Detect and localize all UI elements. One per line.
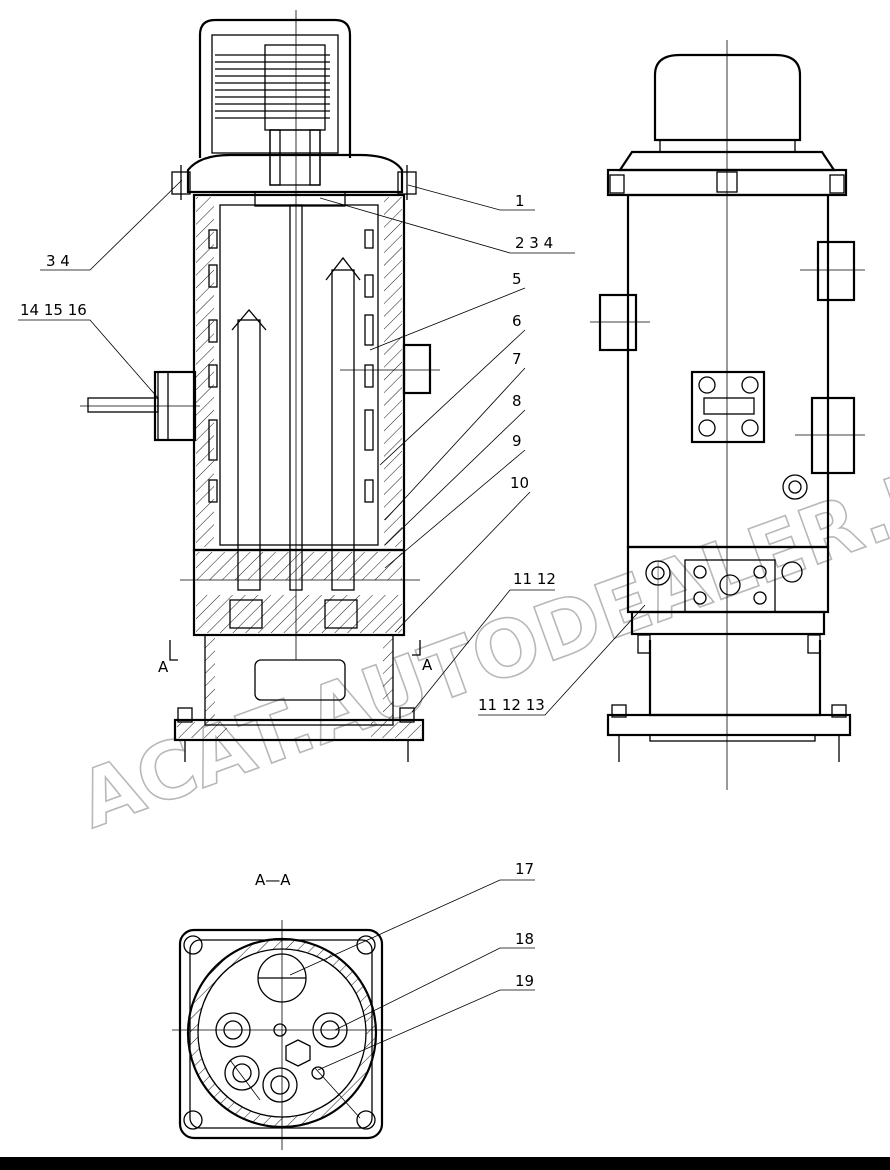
hex-fitting <box>285 1039 311 1067</box>
base-legs <box>648 640 822 717</box>
motor-cap <box>653 53 802 142</box>
section-a-a: A—A 17 18 19 <box>172 860 535 1150</box>
valve-plate <box>254 191 346 207</box>
label-11-12: 11 12 <box>513 570 556 588</box>
label-10: 10 <box>510 474 529 492</box>
clamp-right-bottom <box>810 396 856 475</box>
exterior-view <box>590 40 865 790</box>
port-bottom-left <box>224 1055 260 1091</box>
pipe-left <box>87 397 159 413</box>
label-6: 6 <box>512 312 522 330</box>
label-19: 19 <box>515 972 534 990</box>
bore-center <box>289 204 303 591</box>
fitting <box>782 474 808 500</box>
section-frame-outer <box>178 928 384 1140</box>
section-mark-left: A <box>158 658 169 676</box>
section-mark-right: A <box>422 656 433 674</box>
port-bottom <box>262 1067 298 1103</box>
base-plate-right <box>606 713 852 737</box>
port-left <box>215 1012 251 1048</box>
wall-hatch-right <box>384 197 402 547</box>
top-cover <box>186 153 404 194</box>
bore-left <box>237 319 261 591</box>
base-plate <box>173 718 425 742</box>
label-14-15-16: 14 15 16 <box>20 301 87 319</box>
label-9: 9 <box>512 432 522 450</box>
label-5: 5 <box>512 270 522 288</box>
seal-marks <box>208 229 374 503</box>
spring-stack <box>215 44 330 131</box>
watermark: ACAT.AUTODEALER.RU <box>67 426 890 847</box>
label-7: 7 <box>512 350 522 368</box>
clamp-right-top <box>816 240 856 302</box>
base-band <box>630 610 826 636</box>
top-bolt-right <box>397 165 417 200</box>
motor-housing <box>198 18 352 158</box>
sectional-view: A A <box>80 10 440 762</box>
top-bolt-left <box>171 165 191 200</box>
label-18: 18 <box>515 930 534 948</box>
label-1: 1 <box>515 192 525 210</box>
coupling <box>269 129 321 186</box>
section-title: A—A <box>255 871 291 889</box>
label-8: 8 <box>512 392 522 410</box>
callouts: 3 4 1 2 3 4 14 15 16 5 6 7 8 9 10 11 12 <box>18 179 646 716</box>
label-17: 17 <box>515 860 534 878</box>
bottom-bar <box>0 1157 890 1170</box>
label-3-4-left: 3 4 <box>46 252 70 270</box>
label-11-12-13: 11 12 13 <box>478 696 545 714</box>
bore-right <box>331 269 355 591</box>
side-port-right <box>402 343 432 395</box>
label-2-3-4: 2 3 4 <box>515 234 553 252</box>
base-window <box>254 659 346 701</box>
port-right <box>312 1012 348 1048</box>
wall-hatch-left <box>196 197 214 547</box>
section-arrow-left <box>169 640 178 661</box>
clamp-left <box>598 293 638 352</box>
section-arrow-right <box>412 640 421 656</box>
valve-block <box>690 370 766 444</box>
motor-inner <box>211 34 339 154</box>
watermark-text: ACAT.AUTODEALER.RU <box>68 427 890 847</box>
